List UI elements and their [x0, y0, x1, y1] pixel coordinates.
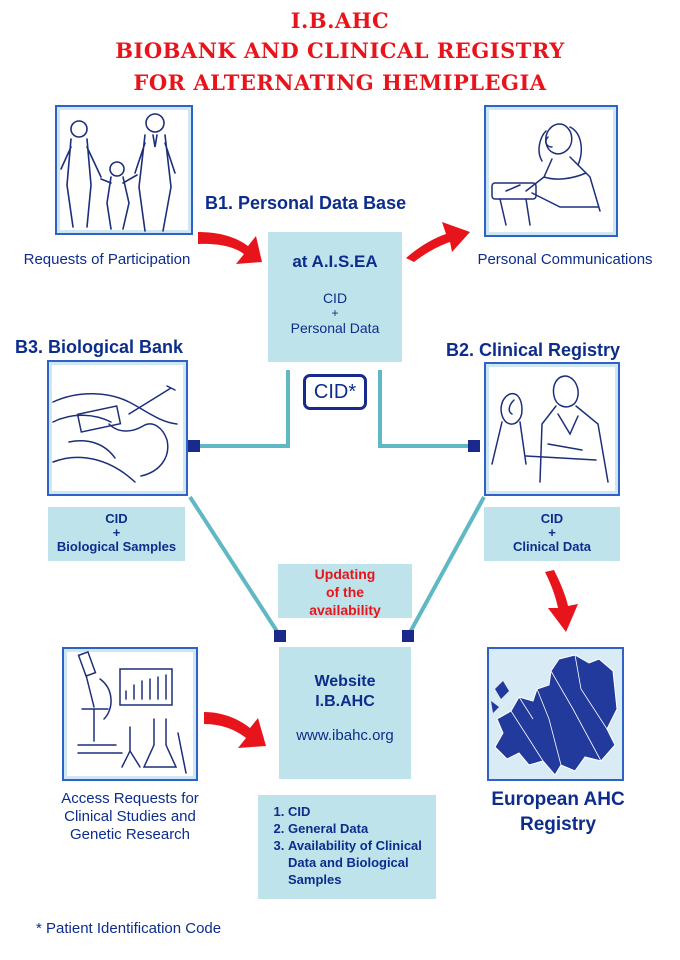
b3-box-biological-samples: Biological Samples	[56, 539, 177, 554]
europe-map-illustration	[487, 647, 624, 781]
b1-box-personal-data: Personal Data	[290, 320, 380, 336]
arrow-b2-to-european	[545, 570, 578, 632]
title-line-1: I.B.AHC	[290, 8, 390, 33]
b2-clinical-data-box: CID + Clinical Data	[484, 507, 620, 561]
list-item-cid: CID	[288, 803, 436, 820]
b2-box-clinical-data: Clinical Data	[512, 539, 592, 554]
b3-biological-samples-box: CID + Biological Samples	[48, 507, 185, 561]
european-registry-line-2: Registry	[519, 814, 597, 835]
telephone-icon	[491, 123, 601, 226]
access-label-line-2: Clinical Studies and	[64, 808, 196, 825]
cid-badge: CID*	[303, 374, 367, 410]
connector-node-website-left	[274, 630, 286, 642]
european-registry-line-1: European AHC	[491, 789, 625, 810]
title-line-3: FOR ALTERNATING HEMIPLEGIA	[133, 70, 547, 95]
b1-box-title: at A.I.S.EA	[292, 252, 378, 271]
sample-handling-icon	[52, 385, 178, 483]
arrow-requests-to-b1	[198, 232, 262, 264]
list-item-general-data: General Data	[288, 820, 436, 837]
communications-label: Personal Communications	[477, 251, 653, 268]
europe-map-icon	[489, 649, 622, 779]
website-title-line-1: Website	[314, 673, 376, 690]
access-label-line-3: Genetic Research	[69, 826, 191, 843]
b2-header: B2. Clinical Registry	[446, 340, 621, 360]
b2-box-plus: +	[548, 525, 556, 540]
b2-box-cid: CID	[540, 511, 564, 526]
connector-node-website-right	[402, 630, 414, 642]
research-illustration	[62, 647, 198, 781]
b1-box-plus: +	[331, 306, 339, 320]
arrow-b1-to-communications	[406, 222, 470, 262]
b3-box-plus: +	[112, 525, 121, 540]
connector-node-b2	[468, 440, 480, 452]
doctor-patient-icon	[491, 375, 609, 483]
connector-b3-website	[188, 495, 282, 638]
b1-personal-database-box: at A.I.S.EA CID + Personal Data	[268, 232, 402, 362]
list-item-availability: Availability of Clinical Data and Biolog…	[288, 837, 436, 888]
website-contents-list: CID General Data Availability of Clinica…	[258, 795, 436, 899]
family-icon	[60, 113, 176, 232]
requests-label: Requests of Participation	[23, 251, 191, 268]
connector-b1-b2	[378, 370, 474, 448]
b1-box-cid: CID	[322, 290, 348, 306]
arrow-access-to-website	[204, 712, 266, 748]
phone-illustration	[484, 105, 618, 237]
website-url-link[interactable]: www.ibahc.org	[296, 727, 394, 744]
updating-line-2: of the	[325, 584, 365, 600]
family-illustration	[55, 105, 193, 235]
website-box: Website I.B.AHC www.ibahc.org	[279, 647, 411, 779]
b3-box-cid: CID	[105, 511, 128, 526]
b1-header: B1. Personal Data Base	[205, 193, 407, 213]
connector-node-b3	[188, 440, 200, 452]
connector-b1-b3	[194, 370, 290, 448]
biological-bank-illustration	[47, 360, 188, 496]
updating-availability-box: Updating of the availability	[278, 564, 412, 618]
clinical-registry-illustration	[484, 362, 620, 496]
b3-header: B3. Biological Bank	[15, 337, 184, 357]
connector-b2-website	[406, 496, 486, 637]
access-label-line-1: Access Requests for	[61, 790, 199, 807]
updating-line-3: availability	[309, 602, 381, 618]
access-requests-label: Access Requests for Clinical Studies and…	[30, 790, 230, 844]
european-registry-label: European AHC Registry	[470, 787, 646, 837]
title-line-2: BIOBANK AND CLINICAL REGISTRY	[115, 38, 565, 63]
website-title-line-2: I.B.AHC	[315, 693, 375, 710]
footnote: * Patient Identification Code	[36, 920, 222, 937]
updating-line-1: Updating	[314, 566, 376, 582]
microscope-icon	[77, 650, 187, 774]
